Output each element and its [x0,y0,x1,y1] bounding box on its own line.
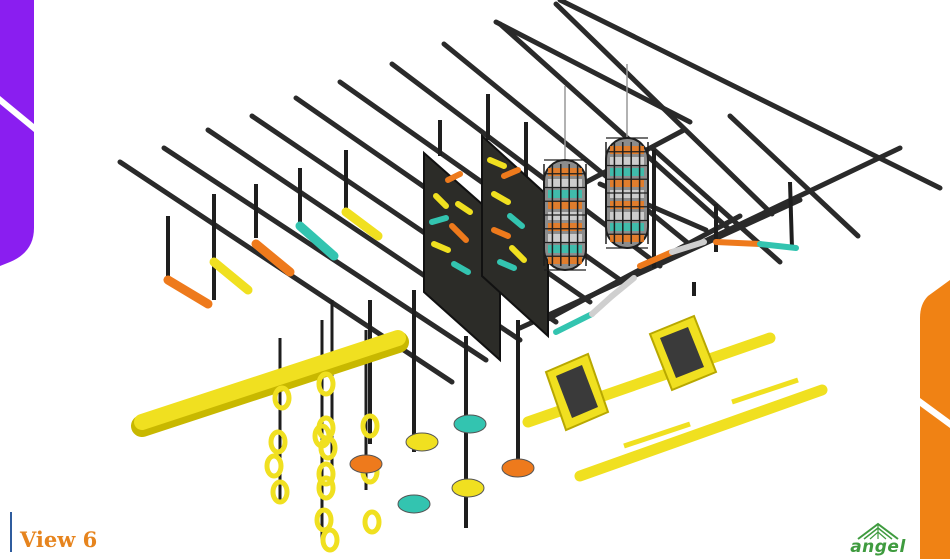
post-11 [788,181,794,249]
swing-bar-4 [295,221,339,261]
ring-11 [320,527,340,553]
climbing-hold-5 [449,223,469,243]
cross-bar-3 [543,213,743,323]
ring-2 [268,429,288,455]
cage-filling-2-8 [610,223,644,231]
cage-cylinder-1 [543,86,587,271]
cage-filling-1-5 [548,212,582,220]
climbing-hold-1 [433,193,449,209]
swing-bars [163,207,383,309]
left-band-white-stripe [0,96,34,132]
left-purple-band [0,0,34,266]
climbing-hold-9 [501,167,521,179]
climbing-hold-12 [491,227,511,239]
yellow-log-beam-highlight [134,330,406,430]
climbing-hold-10 [491,191,511,205]
climbing-holds [429,157,527,275]
ring-9 [316,475,336,501]
cage-filling-2-4 [610,179,644,187]
cage-filling-1-8 [548,245,582,253]
climbing-hold-14 [497,259,517,271]
right-band-white-stripe [920,398,950,428]
stepping-disc-2 [453,414,487,434]
bar-9 [497,21,733,233]
cage-filling-2-3 [610,168,644,176]
climbing-hold-6 [431,241,451,253]
cage-filling-1-1 [548,168,582,176]
cage-filling-1-9 [548,256,582,264]
cage-filling-1-3 [548,190,582,198]
balance-step-lower [623,421,691,449]
cage-filling-1-7 [548,234,582,242]
cage-filling-2-2 [610,157,644,165]
rope-bridge [553,239,799,335]
cage-filling-2-7 [610,212,644,220]
view-label: View 6 [10,512,97,552]
view-label-text: View 6 [20,527,98,552]
cage-filling-2-9 [610,234,644,242]
cage-filling-1-6 [548,223,582,231]
yellow-structures [131,314,828,482]
angel-leaf-logo-icon [857,522,899,540]
right-orange-band [920,280,950,559]
bar-11 [493,19,693,125]
cage-filling-1-2 [548,179,582,187]
climbing-hold-11 [507,213,525,229]
stepping-disc-6 [397,494,431,514]
ring-15 [318,435,338,461]
cage-filling-2-6 [610,201,644,209]
climbing-panel-right [481,133,549,339]
mirror-frame-2 [648,314,718,392]
bar-14 [727,113,861,239]
swing-bar-3 [251,239,295,277]
swing-bar-5 [341,207,383,241]
brand-name: angel [850,537,906,557]
ring-4 [270,479,290,505]
cage-filling-2-1 [610,146,644,154]
brand-logo: angel [842,522,914,556]
stepping-disc-3 [349,454,383,474]
ring-5 [316,371,336,397]
ring-14 [362,509,382,535]
climbing-hold-4 [429,215,449,225]
stepping-discs [349,414,535,514]
climbing-hold-7 [451,261,471,275]
balance-step-upper [731,377,799,405]
climbing-hold-3 [455,201,473,215]
stepping-disc-1 [405,432,439,452]
climbing-hold-13 [509,245,527,263]
stepping-disc-5 [501,458,535,478]
cage-cylinders [543,64,649,271]
balance-beam-bottom [574,384,828,482]
ring-10 [314,507,334,533]
cage-filling-2-5 [610,190,644,198]
climbing-hold-2 [445,171,463,183]
ring-12 [360,413,380,439]
stepping-disc-4 [451,478,485,498]
cage-cylinder-2 [605,64,649,249]
ring-8 [316,461,336,487]
ring-3 [264,453,284,479]
climbing-hold-8 [487,157,507,169]
ring-1 [272,385,292,411]
swing-bar-2 [209,257,253,295]
swing-bar-1 [163,275,213,309]
cage-filling-1-4 [548,201,582,209]
mirror-frame-1 [544,352,610,432]
